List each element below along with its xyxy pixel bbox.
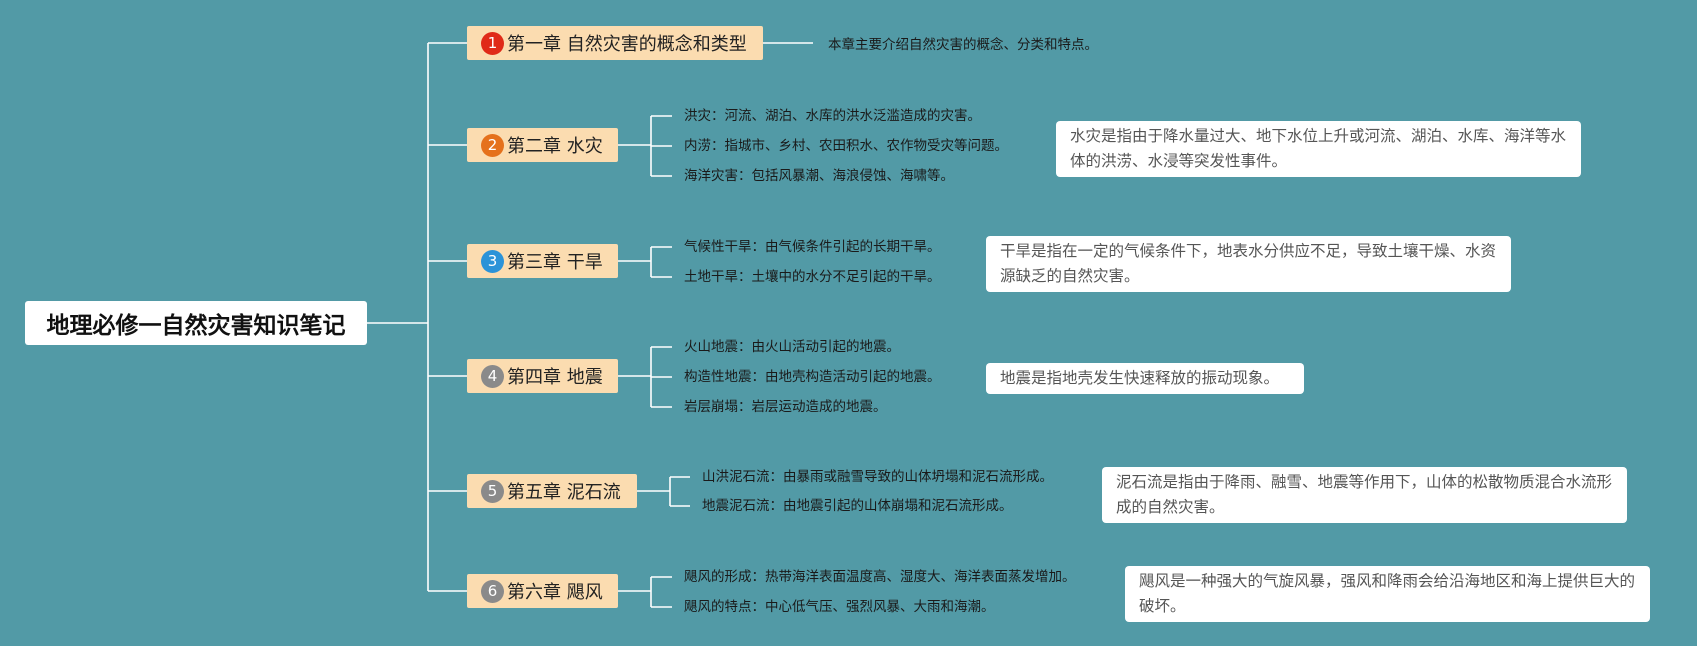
chapter-title: 第六章 飓风: [507, 582, 603, 603]
chapter-title: 第四章 地震: [507, 367, 603, 388]
chapter-summary-note[interactable]: 干旱是指在一定的气候条件下，地表水分供应不足，导致土壤干燥、水资源缺乏的自然灾害…: [986, 236, 1511, 292]
subtopic-item[interactable]: 土地干旱：土壤中的水分不足引起的干旱。: [684, 269, 941, 285]
chapter-title: 第二章 水灾: [507, 136, 603, 157]
subtopic-item[interactable]: 气候性干旱：由气候条件引起的长期干旱。: [684, 239, 941, 255]
chapter-title: 第五章 泥石流: [507, 482, 621, 503]
chapter-number-badge: 6: [481, 579, 504, 603]
subtopic-item[interactable]: 洪灾：河流、湖泊、水库的洪水泛滥造成的灾害。: [684, 108, 981, 124]
subtopic-item[interactable]: 火山地震：由火山活动引起的地震。: [684, 339, 900, 355]
chapter-number-badge: 5: [481, 479, 504, 503]
chapter-title: 第三章 干旱: [507, 252, 603, 273]
subtopic-item[interactable]: 山洪泥石流：由暴雨或融雪导致的山体坍塌和泥石流形成。: [702, 469, 1053, 485]
chapter-number-badge: 4: [481, 364, 504, 388]
subtopic-item[interactable]: 构造性地震：由地壳构造活动引起的地震。: [684, 369, 941, 385]
chapter-number-badge: 2: [481, 133, 504, 157]
subtopic-item[interactable]: 飓风的特点：中心低气压、强烈风暴、大雨和海潮。: [684, 599, 995, 615]
chapter-summary-note[interactable]: 飓风是一种强大的气旋风暴，强风和降雨会给沿海地区和海上提供巨大的破坏。: [1125, 566, 1650, 622]
chapter-summary-note[interactable]: 本章主要介绍自然灾害的概念、分类和特点。: [828, 37, 1098, 53]
subtopic-item[interactable]: 内涝：指城市、乡村、农田积水、农作物受灾等问题。: [684, 138, 1008, 154]
chapter-number-badge: 1: [481, 31, 504, 55]
chapter-title: 第一章 自然灾害的概念和类型: [507, 34, 747, 55]
root-topic[interactable]: 地理必修一自然灾害知识笔记: [25, 301, 367, 345]
chapter-summary-note[interactable]: 泥石流是指由于降雨、融雪、地震等作用下，山体的松散物质混合水流形成的自然灾害。: [1102, 467, 1627, 523]
chapter-summary-note[interactable]: 地震是指地壳发生快速释放的振动现象。: [986, 363, 1304, 394]
subtopic-item[interactable]: 飓风的形成：热带海洋表面温度高、湿度大、海洋表面蒸发增加。: [684, 569, 1076, 585]
subtopic-item[interactable]: 地震泥石流：由地震引起的山体崩塌和泥石流形成。: [702, 498, 1013, 514]
subtopic-item[interactable]: 海洋灾害：包括风暴潮、海浪侵蚀、海啸等。: [684, 168, 954, 184]
chapter-summary-note[interactable]: 水灾是指由于降水量过大、地下水位上升或河流、湖泊、水库、海洋等水体的洪涝、水浸等…: [1056, 121, 1581, 177]
subtopic-item[interactable]: 岩层崩塌：岩层运动造成的地震。: [684, 399, 887, 415]
chapter-number-badge: 3: [481, 249, 504, 273]
